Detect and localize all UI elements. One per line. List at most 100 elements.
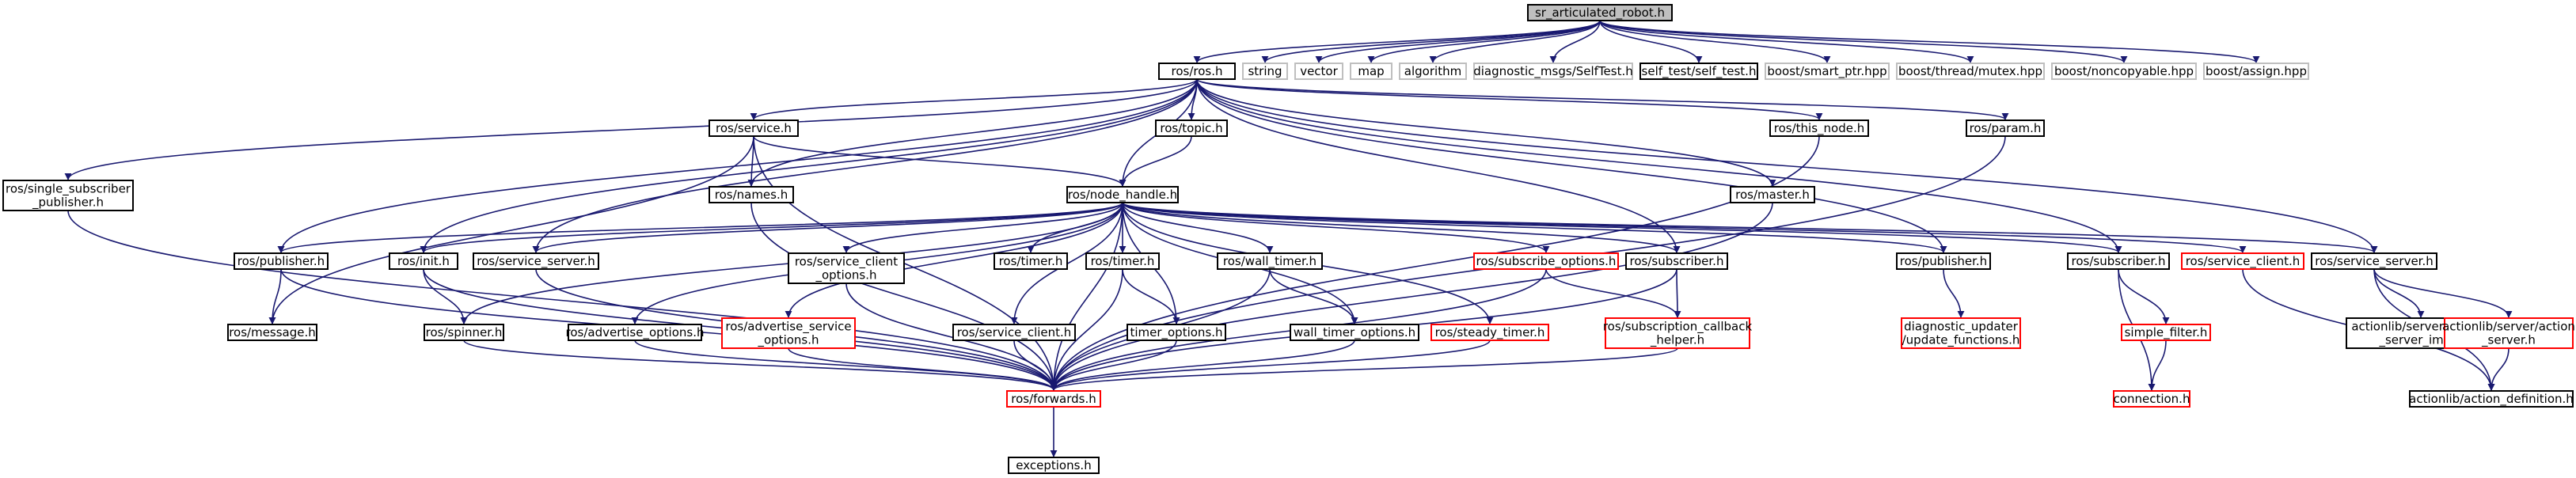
node-timer-r[interactable]: ros/timer.h [1085, 252, 1160, 270]
node-exceptions[interactable]: exceptions.h [1008, 457, 1100, 474]
node-update-functions[interactable]: diagnostic_updater/update_functions.h [1901, 317, 2021, 349]
edge-simple_filter-to-connection [2148, 340, 2167, 391]
node-service[interactable]: ros/service.h [709, 120, 799, 137]
node-publisher-l[interactable]: ros/publisher.h [234, 252, 329, 270]
edge-service_server_r-to-action_server [2373, 268, 2513, 318]
node-algorithm: algorithm [1399, 63, 1467, 80]
node-service-server-l[interactable]: ros/service_server.h [473, 252, 599, 270]
node-box [1006, 390, 1101, 408]
node-label: ros/publisher.h [1900, 254, 1987, 268]
edge-ros_ros-to-subscriber_l [1196, 78, 1681, 253]
edge-init-to-spinner [423, 268, 468, 324]
edge-action_server-to-action_definition [2487, 347, 2510, 391]
node-action-server[interactable]: actionlib/server/action_server.h [2442, 317, 2575, 349]
edge-ros_ros-to-init [420, 78, 1198, 253]
node-advertise-options[interactable]: ros/advertise_options.h [566, 324, 705, 341]
node-noncopyable: boost/noncopyable.hpp [2051, 63, 2197, 80]
node-label: _server.h [2481, 333, 2536, 348]
node-advertise-service[interactable]: ros/advertise_service_options.h [721, 317, 856, 349]
node-label: diagnostic_msgs/SelfTest.h [1473, 64, 1633, 79]
node-label: string [1248, 64, 1282, 78]
node-publisher-r[interactable]: ros/publisher.h [1896, 252, 1991, 270]
node-self-test[interactable]: self_test/self_test.h [1639, 63, 1758, 80]
edge-ros_ros-to-publisher_l [277, 78, 1198, 253]
node-subscriber-l[interactable]: ros/subscriber.h [1625, 252, 1728, 270]
node-simple-filter[interactable]: simple_filter.h [2121, 324, 2211, 341]
node-label: sr_articulated_robot.h [1535, 6, 1665, 21]
node-subscribe-options[interactable]: ros/subscribe_options.h [1473, 252, 1619, 270]
node-topic[interactable]: ros/topic.h [1155, 120, 1228, 137]
node-message[interactable]: ros/message.h [227, 324, 317, 341]
node-box [2311, 252, 2437, 270]
node-this-node[interactable]: ros/this_node.h [1769, 120, 1869, 137]
edge-node_handle-to-publisher_r [1122, 202, 1947, 253]
node-connection[interactable]: connection.h [2113, 390, 2190, 408]
node-label: diagnostic_updater [1904, 320, 2019, 335]
edge-node_handle-to-service_client_opts [842, 202, 1123, 253]
node-steady-timer[interactable]: ros/steady_timer.h [1430, 324, 1549, 341]
node-service-server-r[interactable]: ros/service_server.h [2311, 252, 2437, 270]
node-box [1127, 324, 1226, 341]
node-node-handle[interactable]: ros/node_handle.h [1066, 186, 1179, 203]
node-service-client-r[interactable]: ros/service_client.h [2181, 252, 2304, 270]
node-label: self_test/self_test.h [1642, 64, 1757, 79]
node-box [1473, 252, 1619, 270]
node-service-client-m[interactable]: ros/service_client.h [952, 324, 1076, 341]
edge-service-to-message [268, 135, 754, 324]
node-timer-options[interactable]: timer_options.h [1127, 324, 1226, 341]
edge-root-to-selftest_msg [1549, 20, 1601, 63]
node-box [473, 252, 599, 270]
node-label: ros/service_client.h [957, 325, 1072, 340]
node-sub-cb-helper[interactable]: ros/subscription_callback_helper.h [1603, 317, 1753, 349]
edge-node_handle-to-subscriber_l [1122, 202, 1681, 253]
node-box [709, 120, 799, 137]
node-init[interactable]: ros/init.h [389, 252, 458, 270]
edge-root-to-assign [1599, 20, 2260, 63]
node-label: connection.h [2114, 392, 2190, 406]
node-label: boost/assign.hpp [2206, 64, 2307, 78]
node-wall-timer[interactable]: ros/wall_timer.h [1217, 252, 1323, 270]
node-master[interactable]: ros/master.h [1730, 186, 1815, 203]
node-mutex: boost/thread/mutex.hpp [1896, 63, 2045, 80]
node-label: ros/topic.h [1160, 121, 1222, 135]
node-box [1605, 317, 1750, 349]
edge-timer_r-to-forwards [1050, 268, 1123, 391]
node-box [2203, 63, 2309, 80]
node-label: ros/advertise_options.h [566, 325, 705, 340]
edge-node_handle-to-subscribe_options [1122, 202, 1550, 253]
node-spinner[interactable]: ros/spinner.h [424, 324, 504, 341]
node-label: ros/service_client.h [2186, 254, 2301, 269]
node-box [1350, 63, 1392, 80]
edge-advertise_service-to-forwards [788, 347, 1058, 391]
node-service-client-opts[interactable]: ros/service_client_options.h [788, 252, 905, 284]
edge-topic-to-node_handle [1119, 135, 1192, 187]
edge-ros_ros-to-service_server_l [532, 78, 1198, 253]
node-label: map [1358, 64, 1384, 78]
edge-node_handle-to-service_client_r [1122, 202, 2247, 253]
node-param[interactable]: ros/param.h [1966, 120, 2045, 137]
edge-root-to-algorithm [1429, 20, 1601, 63]
node-ros-ros[interactable]: ros/ros.h [1158, 63, 1236, 80]
edge-ros_ros-to-this_node [1196, 78, 1823, 120]
edge-subscribe_options-to-sub_cb_helper [1545, 268, 1681, 318]
edge-ros_ros-to-names [747, 78, 1198, 187]
node-label: algorithm [1404, 64, 1461, 78]
edge-steady_timer-to-forwards [1050, 340, 1491, 391]
node-box [1625, 252, 1728, 270]
node-names[interactable]: ros/names.h [709, 186, 794, 203]
edge-root-to-string [1261, 20, 1601, 63]
edge-ros_ros-to-service [750, 78, 1198, 120]
node-label: _helper.h [1650, 333, 1704, 348]
edge-node_handle-to-service_server_r [1122, 202, 2378, 253]
node-box [1085, 252, 1160, 270]
node-label: _options.h [815, 268, 876, 283]
edge-root-to-ros_ros [1193, 20, 1601, 63]
node-single-sub[interactable]: ros/single_subscriber_publisher.h [2, 180, 134, 211]
node-timer-l[interactable]: ros/timer.h [994, 252, 1068, 270]
node-label: ros/advertise_service [725, 320, 851, 335]
node-subscriber-r[interactable]: ros/subscriber.h [2067, 252, 2170, 270]
node-forwards[interactable]: ros/forwards.h [1006, 390, 1101, 408]
node-action-definition[interactable]: actionlib/action_definition.h [2409, 390, 2574, 408]
node-wall-timer-options[interactable]: wall_timer_options.h [1290, 324, 1419, 341]
